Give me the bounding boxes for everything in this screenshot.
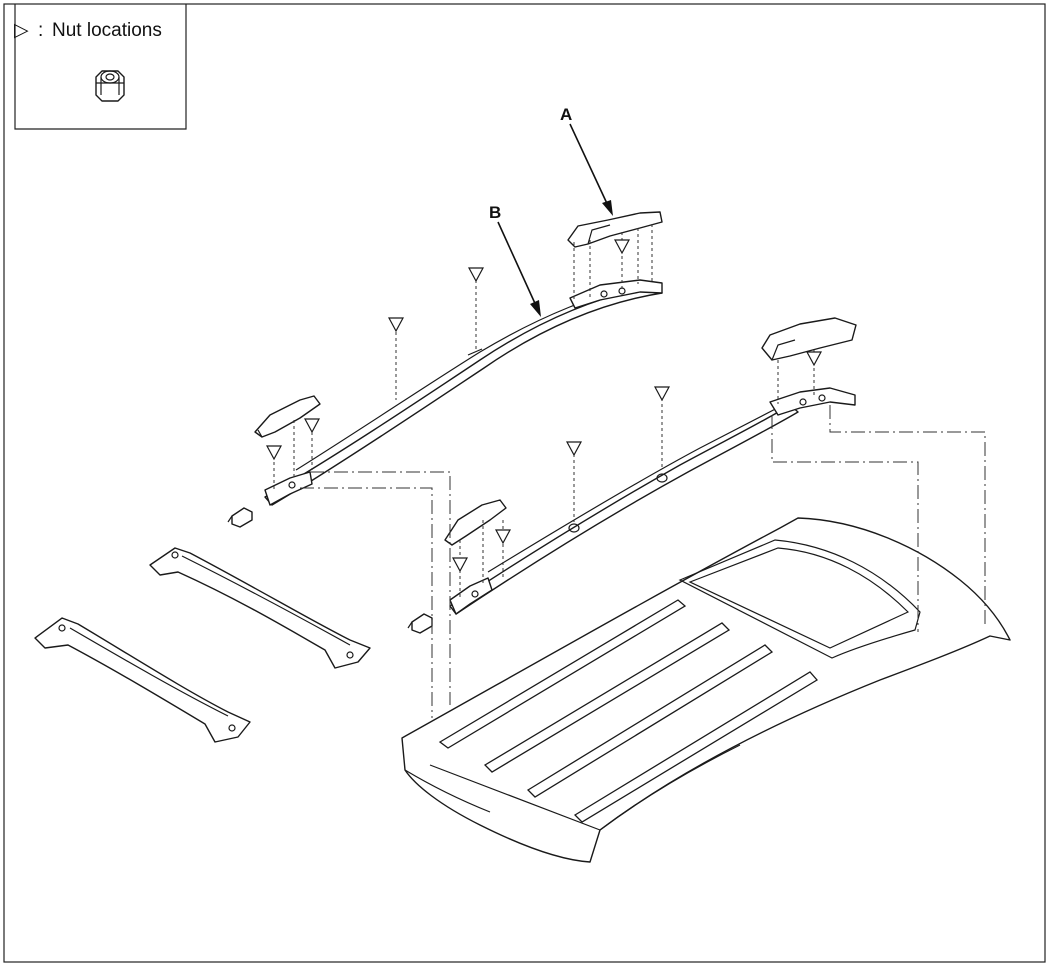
cross-bar-upper bbox=[149, 547, 371, 669]
left-rail-rear-cover bbox=[254, 395, 321, 438]
legend-box: ▷ : Nut locations bbox=[14, 4, 187, 130]
nut-marker bbox=[387, 317, 405, 333]
clip-right bbox=[407, 613, 433, 634]
callout-arrow-a bbox=[569, 123, 613, 216]
end-cover-a bbox=[567, 211, 663, 248]
nut-marker bbox=[303, 418, 321, 434]
outer-border bbox=[3, 3, 1046, 963]
left-side-rail bbox=[264, 279, 663, 506]
leader-lines-dashdot bbox=[300, 405, 986, 718]
right-rail-rear-cover bbox=[444, 499, 507, 546]
nut-marker bbox=[265, 445, 283, 461]
legend-symbol: ▷ bbox=[14, 20, 29, 41]
nut-marker bbox=[613, 239, 631, 255]
roof-slots bbox=[438, 599, 818, 823]
nut-icon bbox=[95, 70, 125, 102]
nut-marker bbox=[467, 267, 485, 283]
nut-marker bbox=[494, 529, 512, 545]
callout-arrow-b bbox=[497, 221, 541, 317]
callout-label-a: A bbox=[560, 105, 572, 124]
right-side-rail bbox=[449, 387, 856, 615]
leader-lines-dashed bbox=[273, 224, 815, 600]
nut-marker bbox=[565, 441, 583, 457]
nut-marker bbox=[653, 386, 671, 402]
nut-location-markers bbox=[265, 239, 823, 573]
nut-marker bbox=[805, 351, 823, 367]
nut-marker bbox=[451, 557, 469, 573]
clip-left bbox=[227, 507, 253, 528]
right-rail-front-cover bbox=[761, 317, 857, 361]
cross-bar-lower bbox=[34, 617, 251, 743]
legend-separator: : bbox=[38, 20, 43, 41]
callout-label-b: B bbox=[489, 203, 501, 222]
legend-text: Nut locations bbox=[52, 20, 162, 41]
